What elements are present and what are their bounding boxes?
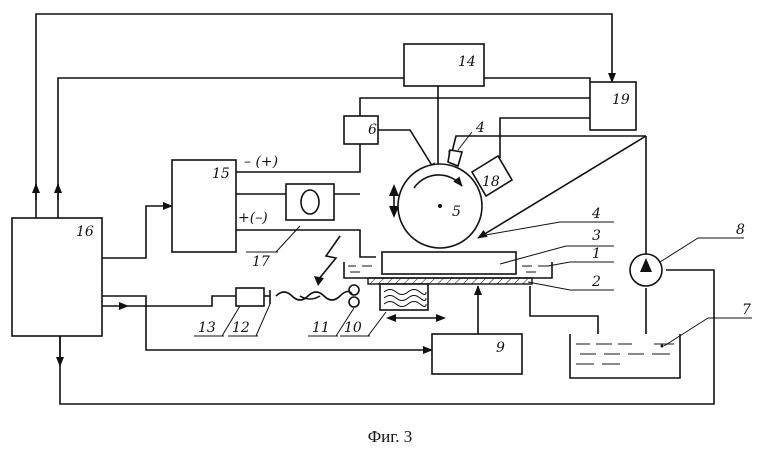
label-10: 10 [344,320,362,336]
roller-11-bottom [349,297,359,307]
label-14: 14 [458,54,476,70]
motor-13 [236,288,264,306]
label-1: 1 [592,246,601,262]
label-19: 19 [612,92,630,108]
label-15: 15 [212,166,230,182]
label-7: 7 [742,302,751,318]
label-4-top: 4 [475,120,485,136]
label-3: 3 [592,228,601,244]
tank-liquid [576,344,674,364]
label-2: 2 [591,274,601,290]
label-16: 16 [76,224,94,240]
label-12: 12 [232,320,250,336]
label-17: 17 [252,254,270,270]
label-5: 5 [452,204,461,220]
figure-caption: Фиг. 3 [368,427,413,446]
label-11: 11 [312,320,330,336]
label-6: 6 [368,122,377,138]
label-4-bottom: 4 [591,206,601,222]
wiring [36,14,714,404]
label-8: 8 [736,222,745,238]
nozzle-4-top [448,150,462,166]
label-18: 18 [482,174,500,190]
spring-12 [276,291,352,300]
table-2 [368,278,532,284]
tank-7 [570,334,680,378]
label-9: 9 [496,340,505,356]
roller-11-top [349,285,359,295]
block-9 [432,334,522,374]
signal-bolt [318,236,340,280]
polarity-plus-minus: +(–) [238,210,268,226]
workpiece-3 [382,252,516,274]
label-13: 13 [198,320,216,336]
polarity-minus-plus: – (+) [244,154,278,170]
